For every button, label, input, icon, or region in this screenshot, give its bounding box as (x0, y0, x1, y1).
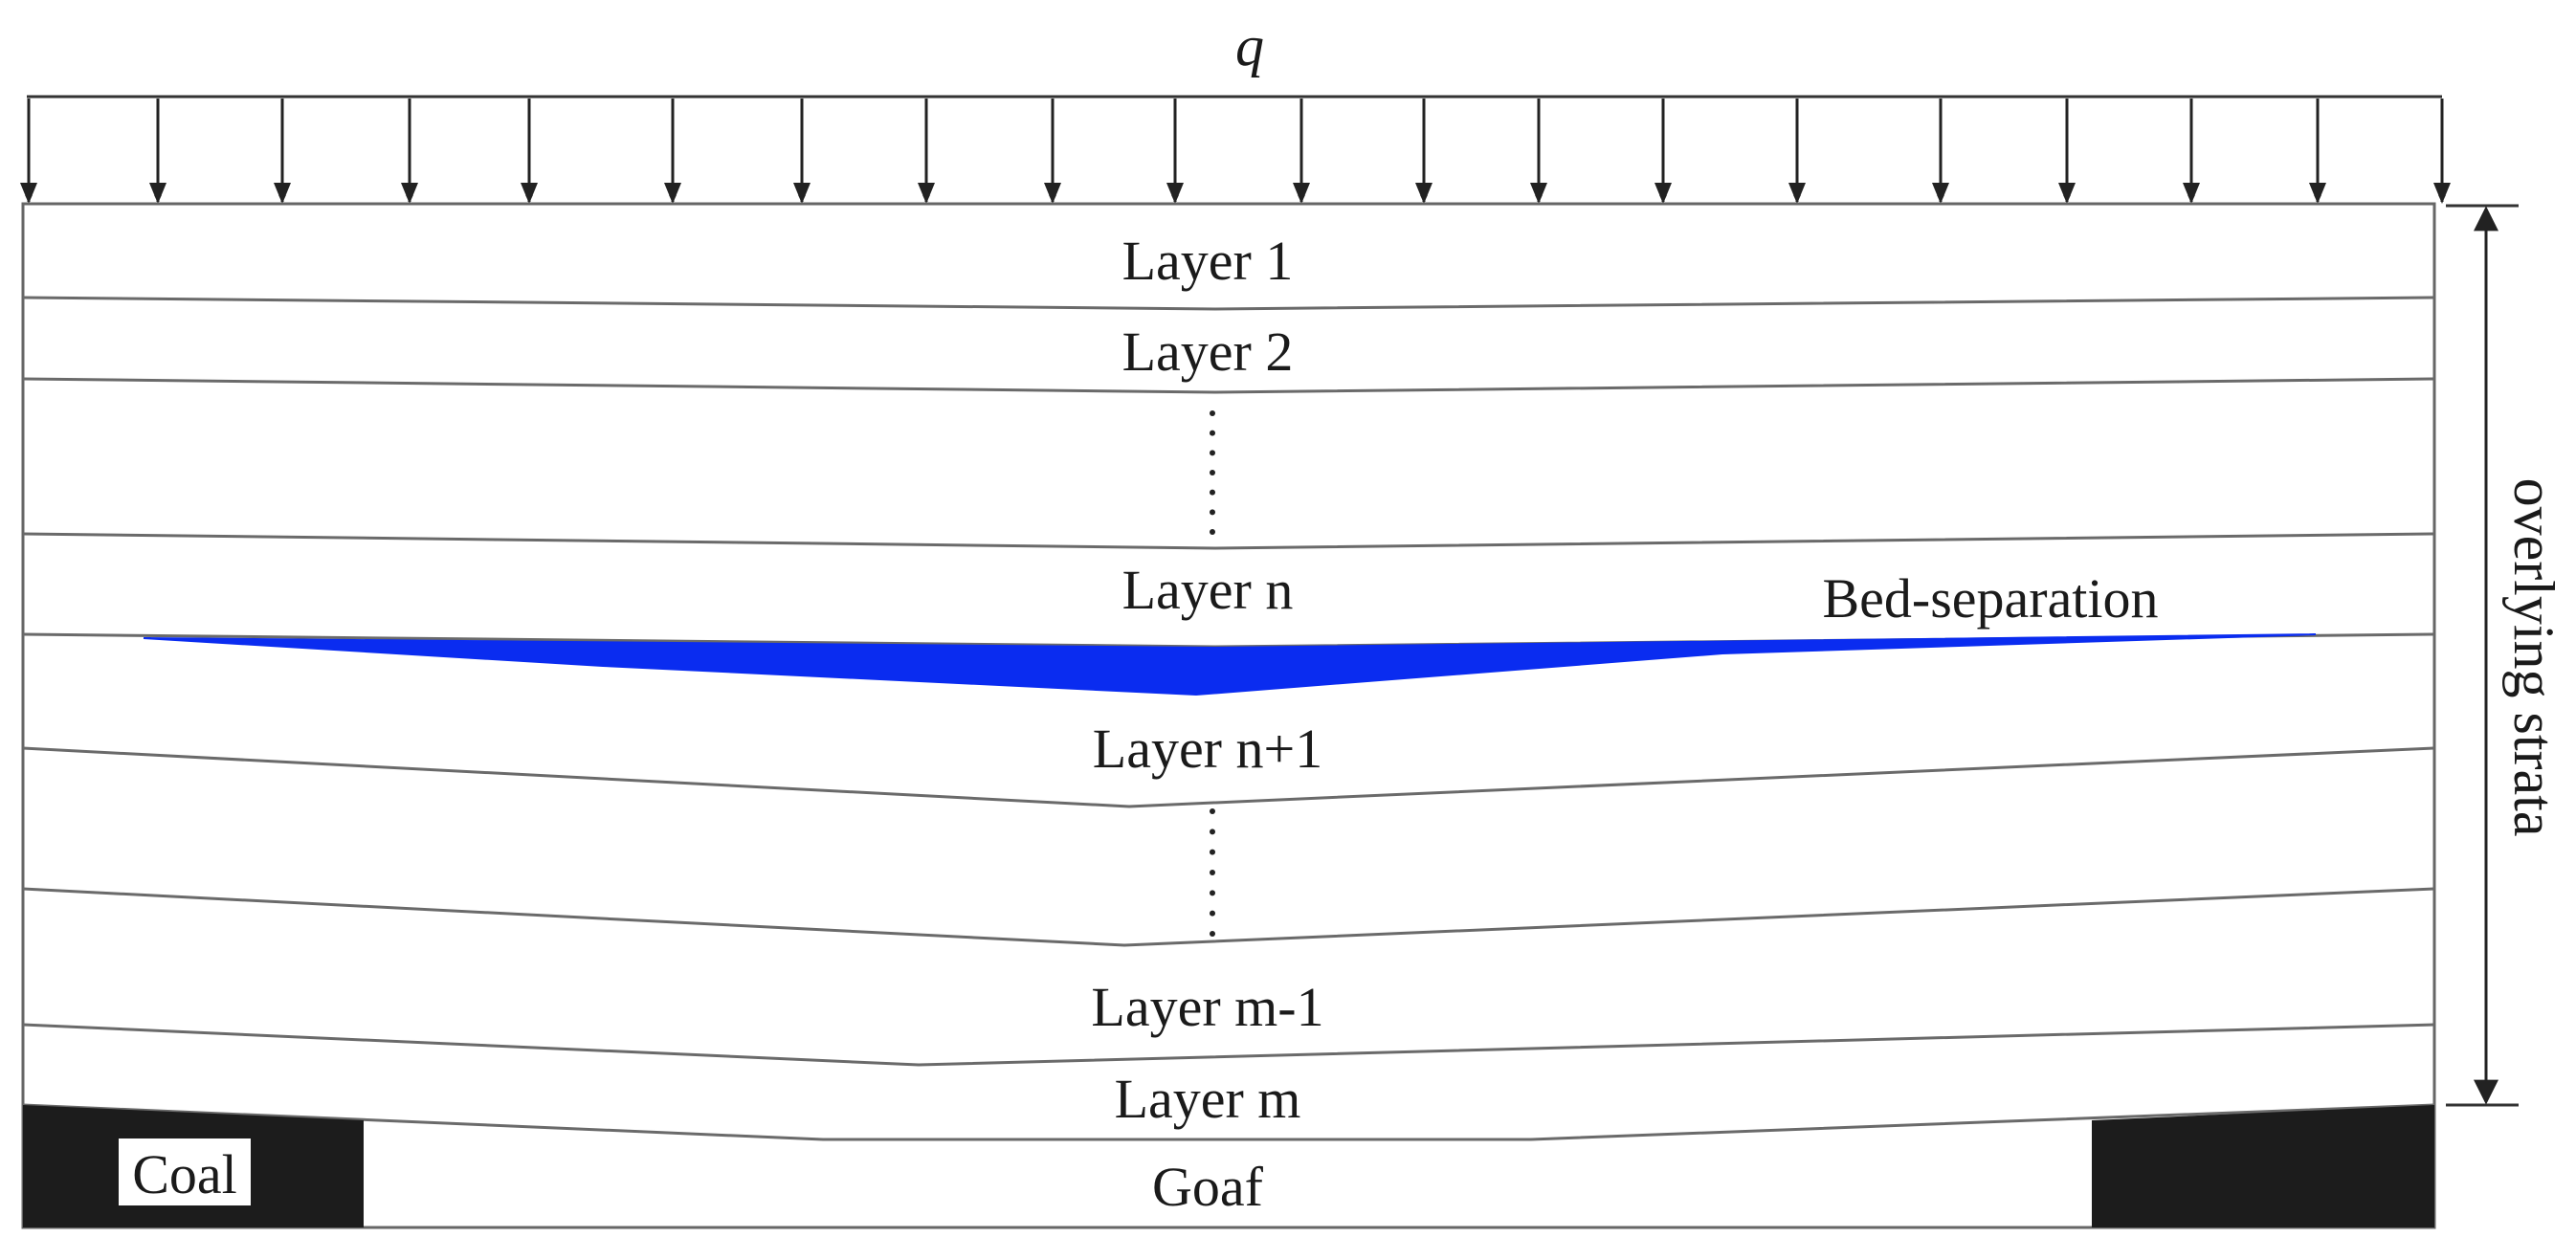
load-arrow-head (664, 183, 681, 204)
interface-line (22, 377, 2435, 394)
ellipsis-lower (1210, 808, 1215, 937)
ellipsis-dot (1210, 410, 1215, 416)
strata-model-outline (21, 202, 2436, 1229)
layer-n-label: Layer n (1122, 559, 1294, 621)
interface-line (22, 296, 2435, 311)
bed-separation-zone (143, 633, 2317, 696)
layer-m-label: Layer m (1115, 1068, 1301, 1130)
ellipsis-dot (1210, 829, 1215, 835)
interface-line (22, 1103, 2435, 1141)
ellipsis-dot (1210, 849, 1215, 855)
load-arrow-head (149, 183, 167, 204)
interface-line (22, 1023, 2435, 1067)
layer-labels: Layer 1 Layer 2 Layer n Layer n+1 Layer … (1091, 230, 2158, 1218)
coal-label-box (119, 1138, 251, 1205)
ellipsis-dot (1210, 890, 1215, 896)
ellipsis-upper (1210, 410, 1215, 535)
layer-m-minus-1-label: Layer m-1 (1091, 976, 1323, 1038)
ellipsis-dot (1210, 529, 1215, 535)
ellipsis-dot (1210, 931, 1215, 937)
layer-n-plus-1-label: Layer n+1 (1093, 718, 1322, 780)
overlying-strata-label: overlying strata (2502, 478, 2565, 837)
layer-2-label: Layer 2 (1122, 321, 1294, 383)
overlying-strata-dimension: overlying strata (2446, 204, 2565, 1107)
load-arrow-head (1530, 183, 1547, 204)
load-arrow-head (274, 183, 291, 204)
load-arrow-head (1788, 183, 1806, 204)
load-arrow-head (2433, 183, 2451, 204)
load-arrow-head (1932, 183, 1949, 204)
ellipsis-dot (1210, 808, 1215, 814)
ellipsis-dot (1210, 910, 1215, 917)
interface-line (22, 887, 2435, 947)
load-arrows (20, 99, 2451, 204)
coal-pillars: Coal (23, 1105, 2434, 1227)
bed-separation-label: Bed-separation (1822, 567, 2158, 630)
load-arrow-head (793, 183, 811, 204)
ellipsis-dot (1210, 470, 1215, 475)
load-arrow-head (1166, 183, 1184, 204)
load-arrow-head (1654, 183, 1672, 204)
load-arrow-head (401, 183, 418, 204)
load-arrow-head (1044, 183, 1061, 204)
load-arrow-head (2058, 183, 2076, 204)
interface-line (22, 746, 2435, 808)
ellipsis-dot (1210, 870, 1215, 875)
load-arrow-head (1415, 183, 1432, 204)
load-label-q: q (1235, 14, 1264, 77)
goaf-label: Goaf (1152, 1156, 1264, 1218)
coal-pillar-right (2092, 1105, 2434, 1227)
ellipsis-dot (1210, 450, 1215, 456)
ellipsis-dot (1210, 489, 1215, 496)
load-arrow-head (2309, 183, 2326, 204)
coal-label: Coal (132, 1143, 237, 1205)
load-arrow-head (918, 183, 935, 204)
ellipsis-marks (1210, 410, 1215, 937)
ellipsis-dot (1210, 509, 1215, 516)
load-arrow-head (1293, 183, 1310, 204)
load-arrow-head (521, 183, 538, 204)
distributed-load: q (20, 14, 2451, 204)
load-arrow-head (2183, 183, 2200, 204)
interface-line (22, 532, 2435, 550)
ellipsis-dot (1210, 430, 1215, 436)
layer-1-label: Layer 1 (1122, 230, 1294, 292)
load-arrow-head (20, 183, 37, 204)
